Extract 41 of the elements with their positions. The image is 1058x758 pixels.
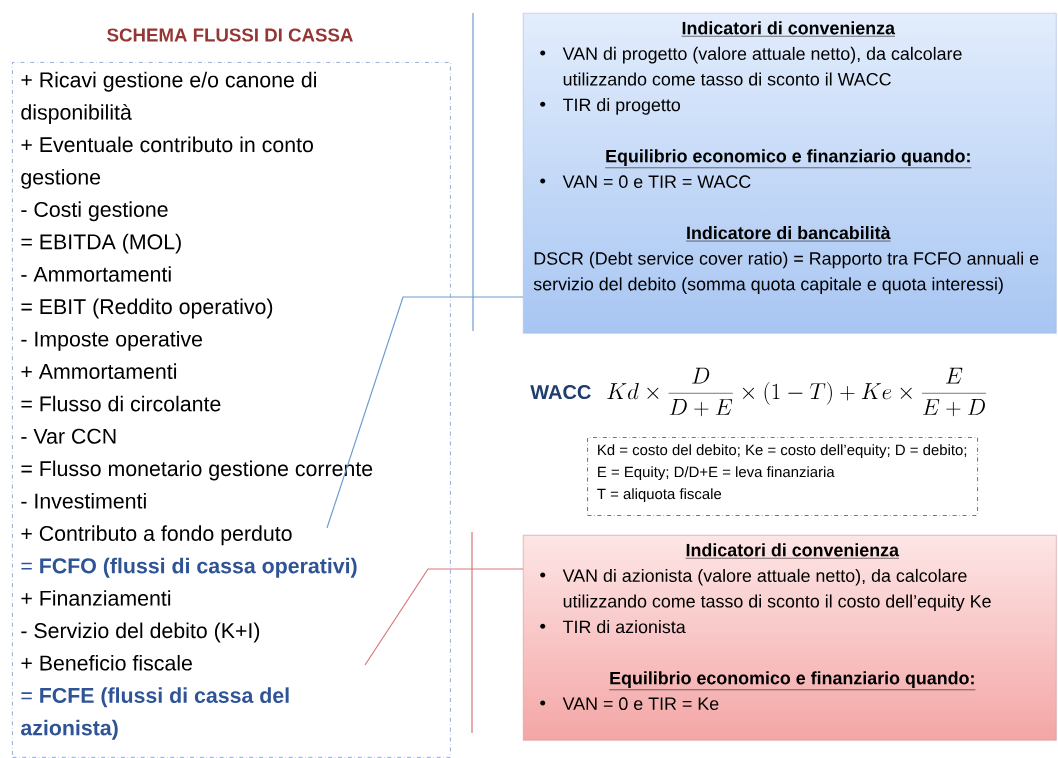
- list-heading: Indicatori di convenienza: [685, 543, 900, 559]
- list-item: TIR di azionista: [563, 620, 686, 634]
- formula-label: WACC: [530, 384, 591, 400]
- list-line: = Flusso di circolante: [21, 395, 221, 412]
- list-item: VAN di azionista (valore attuale netto), da calcolare utilizzando come tasso di sconto il costo dell’equity Ke: [562, 568, 991, 612]
- list-line: = FCFO (flussi di cassa operativi): [21, 557, 357, 578]
- list-item: VAN di progetto (valore attuale netto), da calcolare utilizzando come tasso di sconto il WACC: [562, 46, 962, 86]
- list-item: VAN = 0 e TIR = Ke: [562, 697, 719, 710]
- list-line: + Contributo a fondo perduto: [21, 525, 292, 546]
- list-line: DSCR (Debt service cover ratio) = Rapporto tra FCFO annuali e servizio del debito (somma quota capitale e quota interessi): [533, 251, 1039, 294]
- info-box: [523, 535, 1057, 741]
- list-line: - Var CCN: [21, 428, 116, 444]
- formula: $Kd\times\frac{D}{D+E}\times(1-T)+Ke\times\frac{E}{E+D}$: [607, 367, 987, 417]
- list-line: - Servizio del debito (K+I): [21, 622, 260, 643]
- list-line: + Eventuale contributo in conto gestione: [21, 136, 313, 189]
- list-heading: Indicatori di convenienza: [681, 21, 896, 37]
- list-line: Kd = costo del debito; Ke = costo dell’equity; D = debito; E = Equity; D/D+E = leva finanziaria: [598, 444, 967, 481]
- cash-flow-list: [12, 62, 451, 758]
- list-heading: Equilibrio economico e finanziario quando:: [608, 671, 976, 691]
- list-line: - Imposte operative: [21, 330, 202, 351]
- list-line: = EBIT (Reddito operativo): [21, 298, 273, 319]
- list-line: = FCFE (flussi di cassa del azionista): [21, 687, 289, 740]
- list-line: = EBITDA (MOL): [21, 233, 181, 254]
- list-heading: Equilibrio economico e finanziario quando:: [604, 149, 972, 169]
- diagram-title: SCHEMA FLUSSI DI CASSA: [107, 28, 353, 42]
- connector-line: [326, 296, 524, 529]
- list-line: - Costi gestione: [21, 201, 168, 222]
- list-line: = Flusso monetario gestione corrente: [21, 460, 373, 481]
- list-item: TIR di progetto: [563, 98, 680, 115]
- list-item: VAN = 0 e TIR = WACC: [562, 175, 751, 188]
- legend-box: [587, 437, 979, 517]
- connector-line: [364, 568, 524, 666]
- list-line: T = aliquota fiscale: [597, 488, 722, 503]
- list-line: + Ammortamenti: [21, 363, 176, 379]
- list-line: - Investimenti: [21, 492, 146, 509]
- list-line: + Ricavi gestione e/o canone di disponibilità: [21, 71, 316, 125]
- list-heading: Indicatore di bancabilità: [685, 225, 891, 242]
- info-box: [523, 13, 1057, 334]
- list-line: - Ammortamenti: [21, 266, 171, 282]
- list-line: + Beneficio fiscale: [21, 654, 192, 671]
- list-line: + Finanziamenti: [21, 590, 171, 606]
